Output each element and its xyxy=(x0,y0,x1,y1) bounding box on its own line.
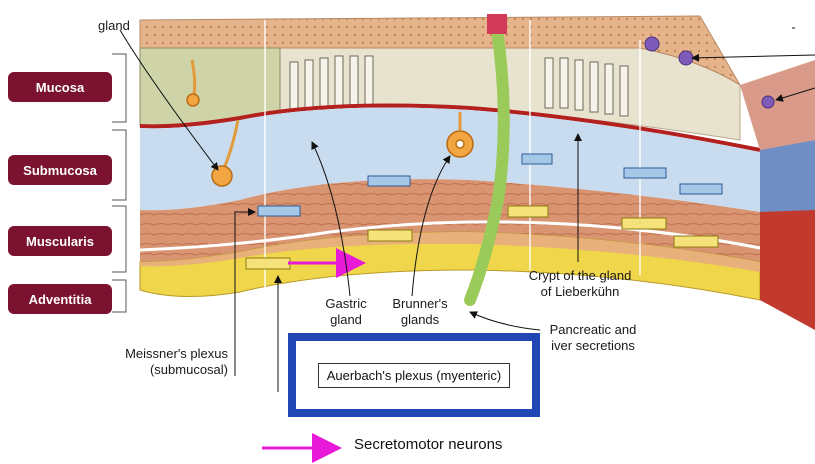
layer-tag-muscularis: Muscularis xyxy=(8,226,112,256)
legend: Secretomotor neurons xyxy=(260,436,502,453)
label-auerbachs-plexus: Auerbach's plexus (myenteric) xyxy=(317,362,511,388)
layer-tag-mucosa: Mucosa xyxy=(8,72,112,102)
layer-tag-submucosa: Submucosa xyxy=(8,155,112,185)
meissner-plexus-markers xyxy=(257,153,723,217)
layer-tag-adventitia: Adventitia xyxy=(8,284,112,314)
label-gland: gland xyxy=(98,18,130,33)
auerbach-plexus-markers xyxy=(245,205,719,270)
layer-brackets xyxy=(112,53,127,313)
legend-secretomotor-label: Secretomotor neurons xyxy=(354,436,503,453)
auerbach-highlight-box: Auerbach's plexus (myenteric) xyxy=(288,333,540,417)
legend-swatch xyxy=(260,443,340,447)
leader-lines xyxy=(119,27,815,392)
pancreatic-duct xyxy=(464,24,510,306)
submucosal-glands xyxy=(186,59,474,187)
label-meissners-plexus: Meissner's plexus(submucosal) xyxy=(125,346,228,377)
muscularis-mucosae xyxy=(139,103,761,152)
muscularis-region xyxy=(140,179,760,262)
